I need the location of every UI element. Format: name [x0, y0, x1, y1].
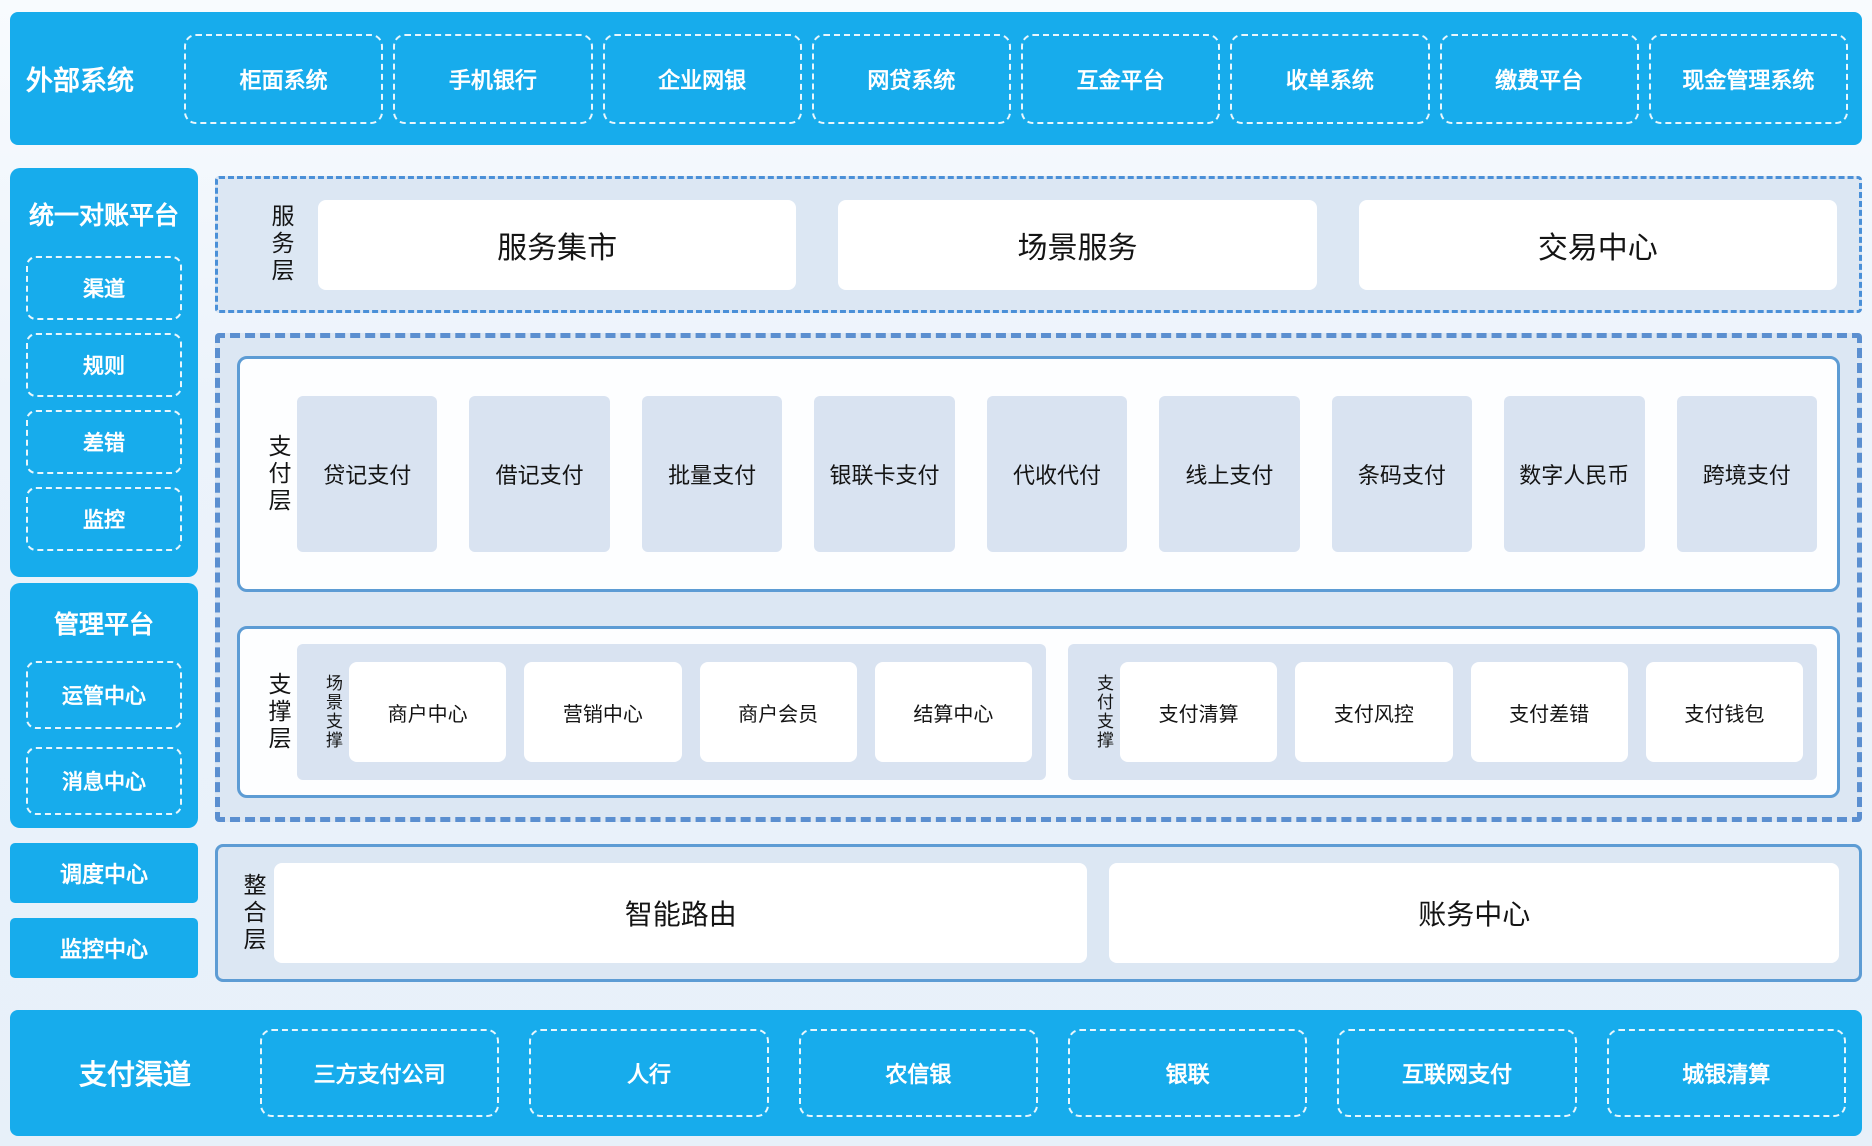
external-systems-bar: 外部系统 柜面系统 手机银行 企业网银 网贷系统 互金平台 收单系统 缴费平台 …	[10, 12, 1862, 145]
integration-layer-label: 整合层	[240, 872, 266, 954]
payment-item-barcode: 条码支付	[1331, 396, 1473, 552]
reconciliation-item-errors: 差错	[26, 410, 182, 474]
external-system-counter: 柜面系统	[184, 33, 384, 124]
external-system-acquiring: 收单系统	[1230, 33, 1430, 124]
external-system-internet-finance: 互金平台	[1021, 33, 1221, 124]
payment-item-debit: 借记支付	[469, 396, 610, 552]
management-item-operations-center: 运管中心	[26, 661, 182, 729]
management-platform-title: 管理平台	[53, 611, 154, 639]
reconciliation-item-rules: 规则	[26, 333, 182, 397]
payment-channels-bar: 支付渠道 三方支付公司 人行 农信银 银联 互联网支付 城银清算	[10, 1010, 1862, 1136]
monitoring-center-box: 监控中心	[10, 918, 198, 978]
payment-layer-label: 支付层	[265, 433, 291, 515]
support-group-payment-items: 支付清算 支付风控 支付差错 支付钱包	[1120, 662, 1803, 762]
payment-item-online: 线上支付	[1159, 396, 1300, 552]
reconciliation-platform-title: 统一对账平台	[28, 202, 179, 230]
payment-channels-title: 支付渠道	[78, 1059, 191, 1090]
channel-city-bank-clearing: 城银清算	[1606, 1029, 1846, 1117]
external-systems-title: 外部系统	[26, 66, 134, 96]
support-group-scenario-items: 商户中心 营销中心 商户会员 结算中心	[349, 662, 1032, 762]
payment-item-unionpay-card: 银联卡支付	[814, 396, 955, 552]
support-layer-label: 支撑层	[265, 671, 291, 753]
payment-layer: 支付层 贷记支付 借记支付 批量支付 银联卡支付 代收代付 线上支付 条码支付 …	[237, 356, 1840, 592]
service-box-trading-center: 交易中心	[1358, 199, 1837, 290]
support-group-scenario: 场景支撑 商户中心 营销中心 商户会员 结算中心	[297, 644, 1046, 780]
reconciliation-item-monitoring: 监控	[26, 487, 182, 551]
payment-item-credit: 贷记支付	[297, 396, 438, 552]
support-layer: 支撑层 场景支撑 商户中心 营销中心 商户会员 结算中心 支付支撑 支付清算 支…	[237, 626, 1840, 798]
payment-item-collection: 代收代付	[986, 396, 1128, 552]
channel-third-party-payment: 三方支付公司	[260, 1029, 500, 1117]
payment-item-batch: 批量支付	[641, 396, 783, 552]
external-system-online-lending: 网贷系统	[811, 33, 1011, 124]
integration-layer: 整合层 智能路由 账务中心	[215, 844, 1862, 982]
external-system-mobile-banking: 手机银行	[393, 33, 593, 124]
support-group-payment-label: 支付支撑	[1094, 674, 1113, 750]
integration-box-accounting-center: 账务中心	[1109, 863, 1839, 963]
payment-channels-items: 三方支付公司 人行 农信银 银联 互联网支付 城银清算	[260, 1029, 1846, 1117]
support-group-payment: 支付支撑 支付清算 支付风控 支付差错 支付钱包	[1068, 644, 1817, 780]
service-box-scenario-services: 场景服务	[838, 199, 1317, 290]
service-layer-boxes: 服务集市 场景服务 交易中心	[318, 199, 1837, 290]
support-item-marketing-center: 营销中心	[524, 662, 682, 762]
external-system-corporate-ebank: 企业网银	[602, 33, 802, 124]
reconciliation-platform-panel: 统一对账平台 渠道 规则 差错 监控	[10, 168, 198, 577]
channel-pboc: 人行	[529, 1029, 769, 1117]
payment-support-container: 支付层 贷记支付 借记支付 批量支付 银联卡支付 代收代付 线上支付 条码支付 …	[215, 333, 1862, 822]
integration-layer-boxes: 智能路由 账务中心	[274, 863, 1839, 963]
reconciliation-items: 渠道 规则 差错 监控	[10, 256, 198, 551]
support-item-merchant-center: 商户中心	[349, 662, 507, 762]
support-item-clearing: 支付清算	[1120, 662, 1278, 762]
service-box-service-market: 服务集市	[318, 199, 797, 290]
management-items: 运管中心 消息中心	[10, 661, 198, 815]
integration-box-smart-routing: 智能路由	[274, 863, 1088, 963]
support-item-error-handling: 支付差错	[1470, 662, 1628, 762]
reconciliation-item-channel: 渠道	[26, 256, 182, 320]
service-layer-label: 服务层	[268, 204, 294, 285]
payment-layer-items: 贷记支付 借记支付 批量支付 银联卡支付 代收代付 线上支付 条码支付 数字人民…	[297, 396, 1817, 552]
support-group-scenario-label: 场景支撑	[323, 674, 342, 750]
support-layer-groups: 场景支撑 商户中心 营销中心 商户会员 结算中心 支付支撑 支付清算 支付风控 …	[297, 644, 1817, 780]
payment-item-cross-border: 跨境支付	[1676, 396, 1817, 552]
channel-rural-credit-bank: 农信银	[798, 1029, 1038, 1117]
service-layer: 服务层 服务集市 场景服务 交易中心	[215, 176, 1862, 313]
payment-item-digital-rmb: 数字人民币	[1504, 396, 1645, 552]
support-item-wallet: 支付钱包	[1645, 662, 1803, 762]
support-item-risk-control: 支付风控	[1295, 662, 1453, 762]
external-systems-items: 柜面系统 手机银行 企业网银 网贷系统 互金平台 收单系统 缴费平台 现金管理系…	[184, 33, 1848, 124]
support-item-settlement-center: 结算中心	[874, 662, 1032, 762]
external-system-cash-management: 现金管理系统	[1648, 33, 1848, 124]
scheduler-center-box: 调度中心	[10, 843, 198, 903]
channel-internet-payment: 互联网支付	[1337, 1029, 1577, 1117]
management-item-message-center: 消息中心	[26, 747, 182, 815]
support-item-merchant-member: 商户会员	[699, 662, 857, 762]
management-platform-panel: 管理平台 运管中心 消息中心	[10, 583, 198, 828]
channel-unionpay: 银联	[1067, 1029, 1308, 1117]
external-system-fee-payment: 缴费平台	[1439, 33, 1639, 124]
